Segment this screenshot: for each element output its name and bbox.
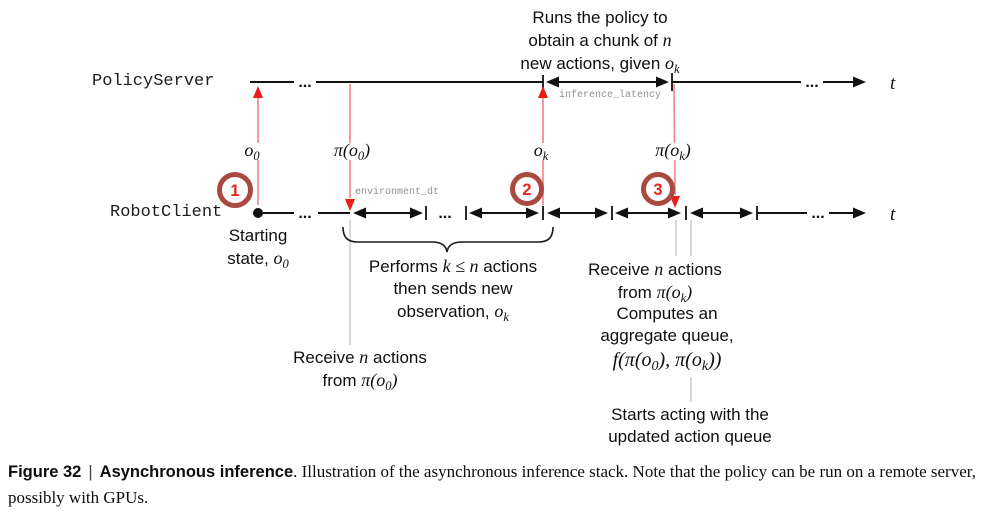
caption-text: . Illustration of the asynchronous infer… [8,462,976,507]
performs-brace [342,226,554,253]
computes-note: Computes an aggregate queue, f(π(o0), π(… [567,303,767,380]
ok-up-arrowhead [538,86,548,98]
starting-state-note: Starting state, o0 [227,226,289,271]
step-2-number: 2 [522,181,531,199]
step-2-circle [510,172,544,206]
caption-separator: | [88,463,93,481]
client-ellipsis-3: ... [811,205,824,222]
inference-latency-label: inference_latency [558,90,662,101]
runs-policy-note: Runs the policy to obtain a chunk of n n… [488,7,712,80]
client-ellipsis-2: ... [438,205,451,222]
o0-up-arrowhead [253,86,263,98]
robotclient-label: RobotClient [110,203,223,222]
pi-o0-down-arrowhead [345,199,355,211]
runs-policy-line1: Runs the policy to [532,8,668,27]
performs-note: Performs k ≤ n actions then sends new ob… [368,256,538,324]
aggregate-queue-formula: f(π(o0), π(ok)) [612,349,722,374]
receive-first-note: Receive n actions from π(o0) [293,347,427,393]
client-ellipsis-1: ... [298,205,311,222]
server-ellipsis-2: ... [805,74,818,91]
step-3-number: 3 [653,181,662,199]
figure-caption: Figure 32 | Asynchronous inference. Illust… [8,459,992,511]
environment-dt-label: environment_dt [354,187,439,198]
receive-second-note: Receive n actions from π(ok) [588,259,722,305]
server-ellipsis-1: ... [298,74,311,91]
step-1-circle [217,172,253,208]
pi-ok-down-arrow-shaft [673,83,676,196]
server-time-axis-label: t [890,73,896,94]
caption-title: Asynchronous inference [99,463,294,481]
step-markers: 1 2 3 [217,172,675,208]
runs-policy-line3: new actions, given ok [520,53,680,76]
figure-number: Figure 32 [8,463,82,481]
policyserver-label: PolicyServer [92,72,215,91]
pi-o0-signal-label: π(o0) [331,140,373,163]
ok-signal-label: ok [531,140,551,163]
runs-policy-line2: obtain a chunk of n [528,30,672,50]
client-time-axis-label: t [890,204,896,225]
step-1-number: 1 [230,182,239,200]
step-3-circle [641,172,675,206]
starts-acting-note: Starts acting with the updated action qu… [608,405,772,446]
robotclient-timeline: ... ... [253,205,866,222]
o0-signal-label: o0 [242,140,262,163]
policyserver-timeline: ... ... [250,73,866,91]
pi-ok-signal-label: π(ok) [653,140,693,163]
pi-ok-down-arrowhead [670,196,680,208]
starting-state-dot [253,208,263,218]
